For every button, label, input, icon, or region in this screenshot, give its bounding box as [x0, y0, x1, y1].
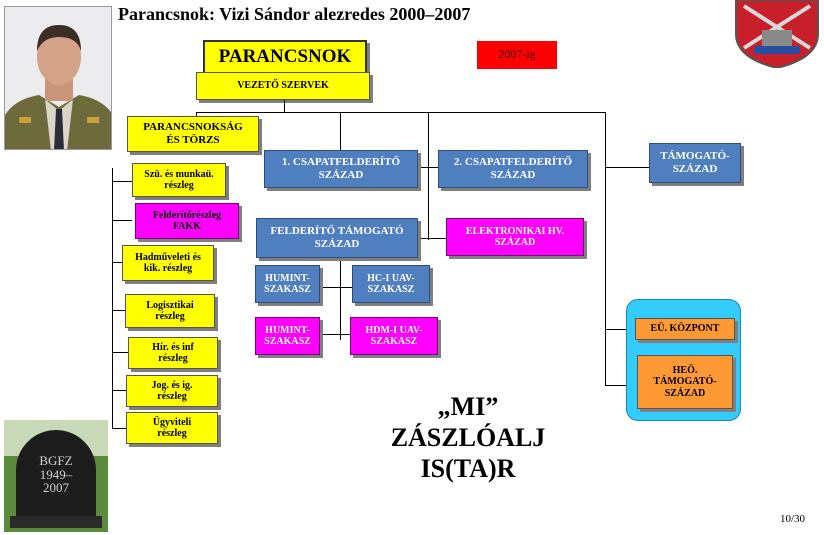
- gravestone-text: BGFZ 1949– 2007: [16, 454, 96, 495]
- connector-line: [284, 100, 285, 113]
- medical-support-label: HEÖ. TÁMOGATÓ- SZÁZAD: [653, 364, 717, 399]
- recon-support-company-box: FELDERÍTŐ TÁMOGATÓ SZÁZAD: [256, 218, 418, 258]
- until-2007-badge: 2007-ig: [477, 41, 557, 69]
- connector-line: [605, 329, 635, 330]
- connector-line: [418, 167, 438, 168]
- staff-dept-box: Felderítőrészleg FAKK: [135, 203, 239, 239]
- recon-company-1-box: 1. CSAPATFELDERÍTŐ SZÁZAD: [264, 150, 418, 188]
- gravestone-shape: [16, 430, 96, 520]
- connector-line: [112, 168, 113, 428]
- slogan-line-2: ZÁSZLÓALJ: [390, 423, 546, 452]
- connector-line: [605, 385, 635, 386]
- recon-company-1-label: 1. CSAPATFELDERÍTŐ SZÁZAD: [281, 156, 401, 181]
- until-2007-label: 2007-ig: [498, 47, 536, 62]
- humint-platoon-1-label: HUMINT- SZAKASZ: [264, 272, 311, 296]
- gravestone-line: BGFZ: [39, 453, 73, 468]
- slogan-line-3: IS(TA)R: [420, 454, 516, 483]
- staff-dept-box: Ügyviteli részleg: [126, 412, 218, 444]
- commander-box: PARANCSNOK: [203, 40, 367, 74]
- connector-line: [196, 112, 606, 113]
- hci-uav-platoon-box: HC-I UAV- SZAKASZ: [352, 265, 430, 303]
- medical-support-box: HEÖ. TÁMOGATÓ- SZÁZAD: [637, 355, 733, 409]
- humint-platoon-2-label: HUMINT- SZAKASZ: [264, 324, 311, 348]
- ew-company-label: ELEKTRONIKAI HV. SZÁZAD: [465, 225, 565, 249]
- staff-dept-label: Ügyviteli részleg: [152, 416, 192, 440]
- staff-dept-box: Hír. és inf részleg: [128, 337, 218, 369]
- ew-company-box: ELEKTRONIKAI HV. SZÁZAD: [446, 218, 584, 256]
- slogan-line-1: „MI”: [437, 392, 499, 421]
- support-company-box: TÁMOGATÓ- SZÁZAD: [649, 143, 741, 183]
- hq-box: PARANCSNOKSÁG ÉS TÖRZS: [127, 116, 259, 152]
- gravestone-image: BGFZ 1949– 2007: [4, 420, 108, 532]
- gravestone-base: [10, 516, 102, 528]
- hci-uav-platoon-label: HC-I UAV- SZAKASZ: [367, 272, 415, 296]
- connector-line: [112, 181, 132, 182]
- connector-line: [112, 310, 132, 311]
- connector-line: [112, 428, 132, 429]
- connector-line: [340, 258, 341, 340]
- connector-line: [418, 238, 446, 239]
- page-title: Parancsnok: Vizi Sándor alezredes 2000–2…: [118, 4, 471, 24]
- commander-label: PARANCSNOK: [218, 46, 352, 68]
- connector-line: [320, 287, 352, 288]
- staff-dept-label: Hadműveleti és kik. részleg: [135, 251, 201, 275]
- hdmi-uav-platoon-box: HDM-I UAV- SZAKASZ: [350, 317, 438, 355]
- connector-line: [605, 167, 649, 168]
- gravestone-line: 1949–: [39, 466, 73, 482]
- support-company-label: TÁMOGATÓ- SZÁZAD: [660, 150, 730, 175]
- medical-center-label: EÜ. KÖZPONT: [650, 323, 720, 335]
- connector-line: [340, 112, 341, 152]
- connector-line: [320, 334, 350, 335]
- commander-portrait: [4, 6, 112, 150]
- leading-bodies-box: VEZETŐ SZERVEK: [196, 72, 370, 100]
- coat-of-arms-icon: [732, 0, 822, 70]
- page-number: 10/30: [780, 513, 806, 525]
- recon-support-company-label: FELDERÍTŐ TÁMOGATÓ SZÁZAD: [270, 225, 404, 250]
- staff-dept-label: Logisztikai részleg: [146, 299, 194, 323]
- staff-dept-box: Szü. és munkaü. részleg: [132, 163, 226, 197]
- humint-platoon-1-box: HUMINT- SZAKASZ: [255, 265, 320, 303]
- connector-line: [428, 112, 429, 240]
- connector-line: [605, 112, 606, 386]
- staff-dept-box: Jog. és ig. részleg: [126, 375, 218, 407]
- recon-company-2-label: 2. CSAPATFELDERÍTŐ SZÁZAD: [453, 156, 573, 181]
- staff-dept-box: Logisztikai részleg: [125, 294, 215, 328]
- staff-dept-label: Szü. és munkaü. részleg: [144, 168, 214, 192]
- leading-bodies-label: VEZETŐ SZERVEK: [237, 80, 329, 92]
- gravestone-line: 2007: [43, 480, 69, 496]
- connector-line: [112, 220, 132, 221]
- medical-center-box: EÜ. KÖZPONT: [635, 318, 735, 340]
- connector-line: [112, 352, 132, 353]
- staff-dept-box: Hadműveleti és kik. részleg: [122, 245, 214, 281]
- humint-platoon-2-box: HUMINT- SZAKASZ: [255, 317, 320, 355]
- staff-dept-label: Jog. és ig. részleg: [151, 379, 193, 403]
- recon-company-2-box: 2. CSAPATFELDERÍTŐ SZÁZAD: [438, 150, 588, 188]
- hq-label: PARANCSNOKSÁG ÉS TÖRZS: [143, 121, 243, 146]
- staff-dept-label: Hír. és inf részleg: [152, 341, 194, 365]
- hdmi-uav-platoon-label: HDM-I UAV- SZAKASZ: [365, 324, 423, 348]
- staff-dept-label: Felderítőrészleg FAKK: [152, 209, 222, 233]
- connector-line: [112, 390, 132, 391]
